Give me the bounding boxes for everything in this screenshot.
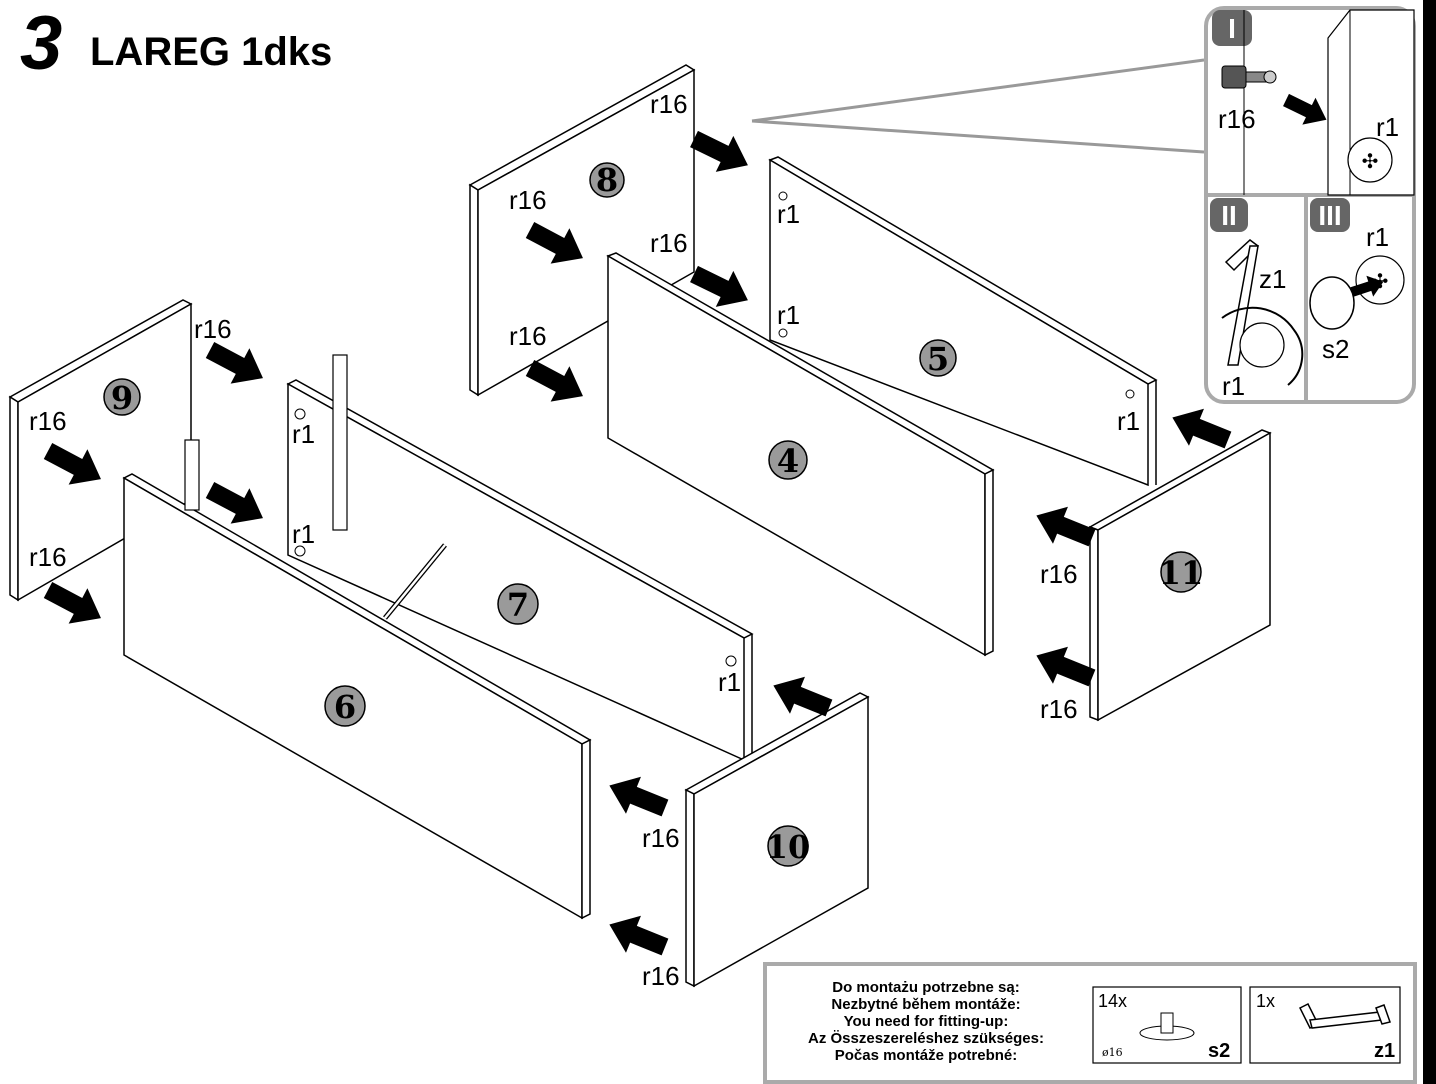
page-edge-bar — [1423, 0, 1436, 1084]
svg-text:✣: ✣ — [1362, 151, 1379, 173]
part-z1-qty: 1x — [1256, 991, 1275, 1011]
detail-III-tab — [1310, 198, 1350, 232]
panel-5-number: 5 — [927, 340, 949, 378]
detail-II-tool: z1 — [1259, 264, 1286, 294]
panel-9: 9 — [8, 299, 193, 602]
parts-heading-line-1: Do montażu potrzebne są: — [832, 979, 1020, 996]
label-r16: r16 — [29, 542, 67, 572]
hex-key-z1-icon — [1224, 239, 1260, 366]
panel-10: 10 — [684, 692, 870, 988]
panel-6: 6 — [122, 439, 592, 920]
panel-5: 5 — [768, 156, 1158, 487]
panel-11: 11 — [1088, 429, 1272, 722]
panel-4: 4 — [606, 252, 995, 657]
detail-I-title: I — [1228, 13, 1236, 44]
detail-II-tab — [1210, 198, 1248, 232]
detail-III-cap: s2 — [1322, 334, 1349, 364]
parts-heading-line-2: Nezbytné během montáže: — [831, 996, 1020, 1013]
hex-key-z1-icon — [1298, 1002, 1391, 1030]
label-r16: r16 — [509, 185, 547, 215]
panel-11-number: 11 — [1159, 554, 1204, 592]
label-r16: r16 — [650, 228, 688, 258]
part-z1-code: z1 — [1374, 1040, 1395, 1062]
cover-cap-s2-icon — [1309, 276, 1355, 330]
label-r1: r1 — [718, 667, 741, 697]
panel-9-number: 9 — [111, 379, 133, 417]
panel-4-number: 4 — [777, 442, 799, 480]
panel-10-number: 10 — [766, 828, 811, 866]
label-r16: r16 — [1040, 559, 1078, 589]
part-z1-card — [1249, 986, 1401, 1064]
label-r16: r16 — [642, 961, 680, 991]
part-s2-diameter: ø16 — [1102, 1046, 1123, 1059]
detail-III-title: III — [1318, 200, 1341, 231]
part-s2-code: s2 — [1208, 1040, 1230, 1062]
drawer-rail — [184, 439, 200, 511]
detail-III-target: r1 — [1366, 222, 1389, 252]
fastener-labels: r16 r16 r16 r16 r1 r1 r1 r16 r16 r16 r16… — [29, 89, 1140, 991]
detail-I-target: r1 — [1376, 112, 1399, 142]
parts-heading-line-3: You need for fitting-up: — [844, 1013, 1009, 1030]
dowel-r16-icon — [1221, 65, 1277, 89]
label-r16: r16 — [1040, 694, 1078, 724]
panel-8: 8 — [468, 64, 696, 397]
part-s2-qty: 14x — [1098, 991, 1127, 1011]
parts-heading-line-4: Az Összeszereléshez szükséges: — [808, 1030, 1044, 1047]
label-r16: r16 — [650, 89, 688, 119]
label-r1: r1 — [777, 300, 800, 330]
step-number: 3 — [20, 1, 63, 86]
panel-6-number: 6 — [334, 688, 356, 726]
drawer-rail — [332, 354, 348, 531]
label-r1: r1 — [1117, 406, 1140, 436]
panel-7: 7 — [286, 354, 754, 762]
panel-7-number: 7 — [507, 586, 529, 624]
label-r1: r1 — [292, 519, 315, 549]
step-title: LAREG 1dks — [90, 30, 333, 74]
parts-heading-line-5: Počas montáže potrebné: — [835, 1047, 1018, 1064]
parts-box: Do montażu potrzebne są: Nezbytné během … — [763, 962, 1417, 1084]
label-r16: r16 — [642, 823, 680, 853]
detail-II-title: II — [1221, 200, 1237, 231]
label-r16: r16 — [509, 321, 547, 351]
label-r16: r16 — [194, 314, 232, 344]
detail-I-tab — [1212, 10, 1252, 46]
detail-I-fastener: r16 — [1218, 104, 1256, 134]
label-r1: r1 — [292, 419, 315, 449]
detail-II-target: r1 — [1222, 371, 1245, 401]
detail-box: I ✣ r16 r1 II z1 r1 III ✣ r1 s2 — [1204, 6, 1416, 404]
label-r16: r16 — [29, 406, 67, 436]
panel-8-number: 8 — [596, 161, 618, 199]
label-r1: r1 — [777, 199, 800, 229]
